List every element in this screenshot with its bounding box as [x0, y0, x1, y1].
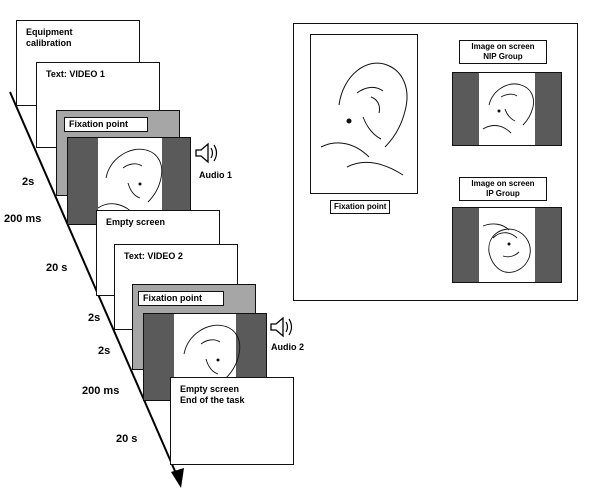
fixation-1-label: Fixation point: [64, 117, 148, 132]
frame-empty-1-label: Empty screen: [106, 217, 166, 227]
frame-text-video2-label: Text: VIDEO 2: [124, 251, 183, 261]
video-side-bar: [162, 138, 190, 224]
child-face-sketch: [97, 148, 163, 219]
video-side-bar: [453, 73, 479, 145]
timing-label: 200 ms: [82, 385, 120, 397]
video-side-bar: [453, 208, 479, 282]
frame-empty-end-label: Empty screen End of the task: [180, 384, 245, 405]
video-side-bar: [68, 138, 98, 224]
frame-empty-end: Empty screen End of the task: [170, 377, 294, 465]
inset-fixation-label: Fixation point: [330, 200, 391, 214]
ip-group-image: [452, 207, 562, 283]
ip-group-label: Image on screen IP Group: [459, 177, 547, 201]
timing-label: 2s: [88, 312, 101, 324]
timing-label: 20 s: [116, 433, 138, 445]
stimuli-inset-panel: Fixation point Image on screen NIP Group…: [293, 23, 578, 301]
nip-group-image: [452, 72, 562, 146]
frame-text-video1-label: Text: VIDEO 1: [46, 69, 105, 79]
fixation-image: [310, 34, 418, 194]
child-face-sketch: [482, 83, 534, 134]
timing-label: 200 ms: [4, 213, 42, 225]
audio-2-label: Audio 2: [271, 342, 304, 352]
fixation-2-label: Fixation point: [138, 291, 224, 306]
child-face-sketch: [175, 324, 241, 395]
timing-label: 20 s: [46, 262, 68, 274]
video-side-bar: [144, 314, 174, 400]
frame-calibration-label: Equipment calibration: [26, 27, 73, 48]
timing-label: 2s: [22, 176, 35, 188]
audio-1-label: Audio 1: [199, 170, 232, 180]
child-face-sketch: [320, 62, 408, 176]
timing-label: 2s: [98, 345, 111, 357]
child-face-sketch: [482, 223, 531, 273]
video-side-bar: [535, 73, 561, 145]
nip-group-label: Image on screen NIP Group: [459, 40, 547, 64]
video-side-bar: [535, 208, 561, 282]
